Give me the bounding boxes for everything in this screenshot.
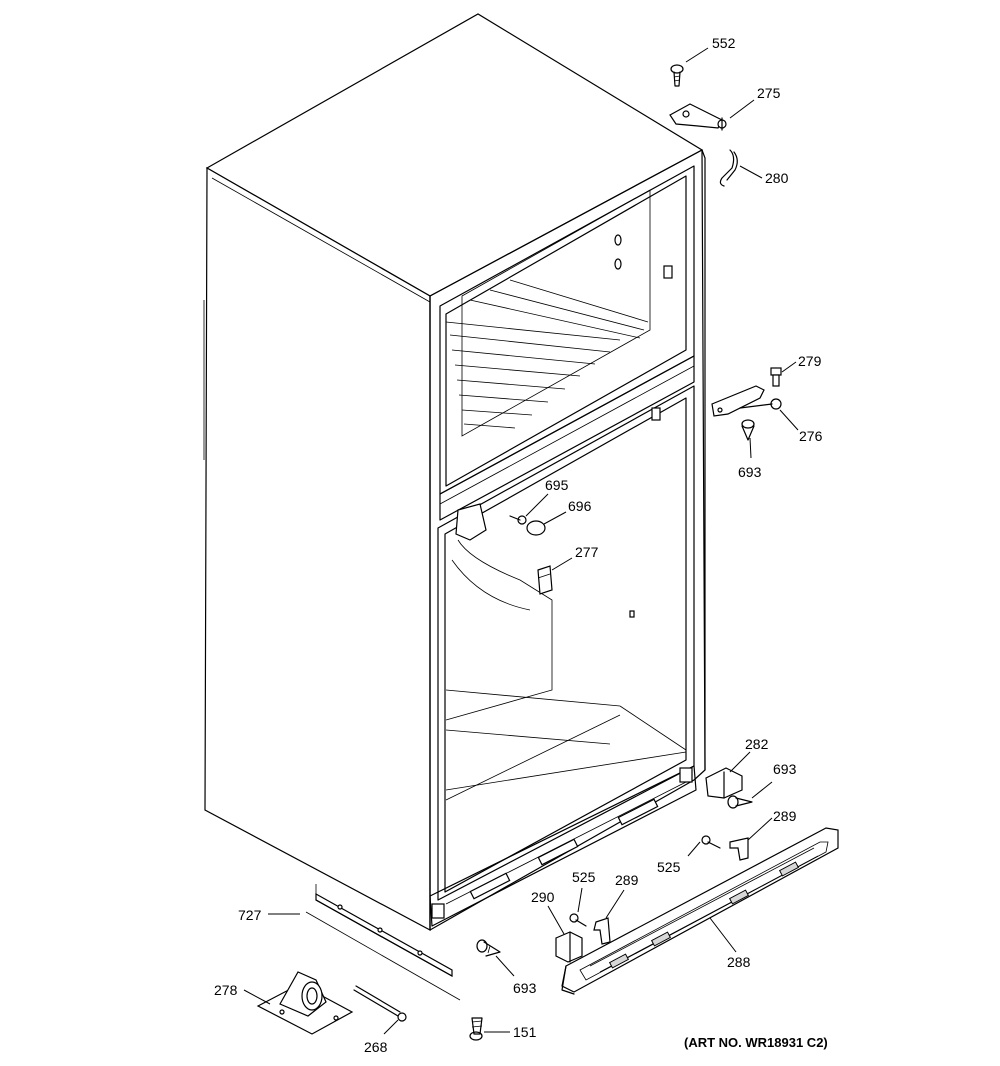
leader-552 [685, 47, 709, 63]
callout-525-center: 525 [572, 869, 596, 885]
axle-268-icon [353, 985, 407, 1022]
base-rail [429, 765, 697, 927]
bracket-277-icon [537, 565, 553, 595]
clip-289-center-icon [593, 917, 611, 945]
base-grille-288-icon [561, 827, 839, 995]
screw-552-icon [670, 64, 684, 87]
callout-727: 727 [238, 907, 262, 923]
callout-696: 696 [568, 498, 592, 514]
callout-288: 288 [727, 954, 751, 970]
bottom-hinge-282-icon [705, 767, 743, 799]
callout-151: 151 [513, 1024, 537, 1040]
screw-693-right-icon [727, 795, 753, 809]
roller-278-icon [256, 971, 354, 1035]
callout-552: 552 [712, 35, 736, 51]
leader-268 [383, 1019, 399, 1035]
screw-693-upper-icon [741, 419, 755, 441]
callout-289-right: 289 [773, 808, 797, 824]
bracket-290-icon [555, 931, 583, 963]
leader-280 [739, 165, 763, 179]
leader-525-right [687, 841, 701, 857]
pin-279-icon [770, 367, 782, 387]
rail-727-icon [305, 884, 461, 1001]
callout-278: 278 [214, 982, 238, 998]
callout-275: 275 [757, 85, 781, 101]
callout-280: 280 [765, 170, 789, 186]
callout-695: 695 [545, 477, 569, 493]
clip-280-icon [719, 149, 738, 187]
screw-525-right-icon [701, 835, 721, 849]
clip-289-right-icon [729, 837, 749, 861]
refrigerator-cabinet [203, 13, 706, 931]
leader-289-right [747, 817, 773, 841]
leader-289-center [605, 889, 625, 919]
top-hinge-275-icon [669, 103, 727, 131]
leader-277 [551, 557, 573, 571]
callout-labels: 552 275 280 279 276 693 695 696 277 282 … [214, 35, 823, 1055]
screw-693-lower-icon [476, 939, 501, 957]
screw-151-icon [469, 1017, 483, 1041]
freezer-compartment [439, 165, 695, 521]
leader-288 [709, 917, 737, 953]
art-number: (ART NO. WR18931 C2) [684, 1035, 828, 1050]
callout-693-upper: 693 [738, 464, 762, 480]
leader-276 [779, 409, 799, 431]
callout-289-center: 289 [615, 872, 639, 888]
callout-282: 282 [745, 736, 769, 752]
cap-696-icon [526, 520, 546, 536]
leader-278 [243, 989, 271, 1005]
leader-695 [525, 493, 549, 517]
leader-696 [543, 511, 567, 525]
leader-693-lower [495, 955, 515, 977]
screw-525-center-icon [569, 913, 587, 927]
leader-693-right [751, 781, 773, 799]
leader-290 [547, 905, 565, 935]
center-hinge-276-icon [711, 385, 782, 417]
leader-693-upper [749, 437, 752, 459]
fresh-food-compartment [437, 385, 695, 901]
freezer-shelf-ribs [445, 279, 649, 429]
callout-693-lower: 693 [513, 980, 537, 996]
callout-276: 276 [799, 428, 823, 444]
callout-279: 279 [798, 353, 822, 369]
leader-279 [781, 361, 797, 373]
callout-268: 268 [364, 1039, 388, 1055]
callout-525-right: 525 [657, 859, 681, 875]
leader-275 [729, 99, 755, 119]
leader-525-center [577, 887, 583, 913]
leader-282 [729, 751, 751, 773]
callout-290: 290 [531, 889, 555, 905]
callout-277: 277 [575, 544, 599, 560]
screw-695-icon [509, 515, 527, 525]
callout-693-right: 693 [773, 761, 797, 777]
